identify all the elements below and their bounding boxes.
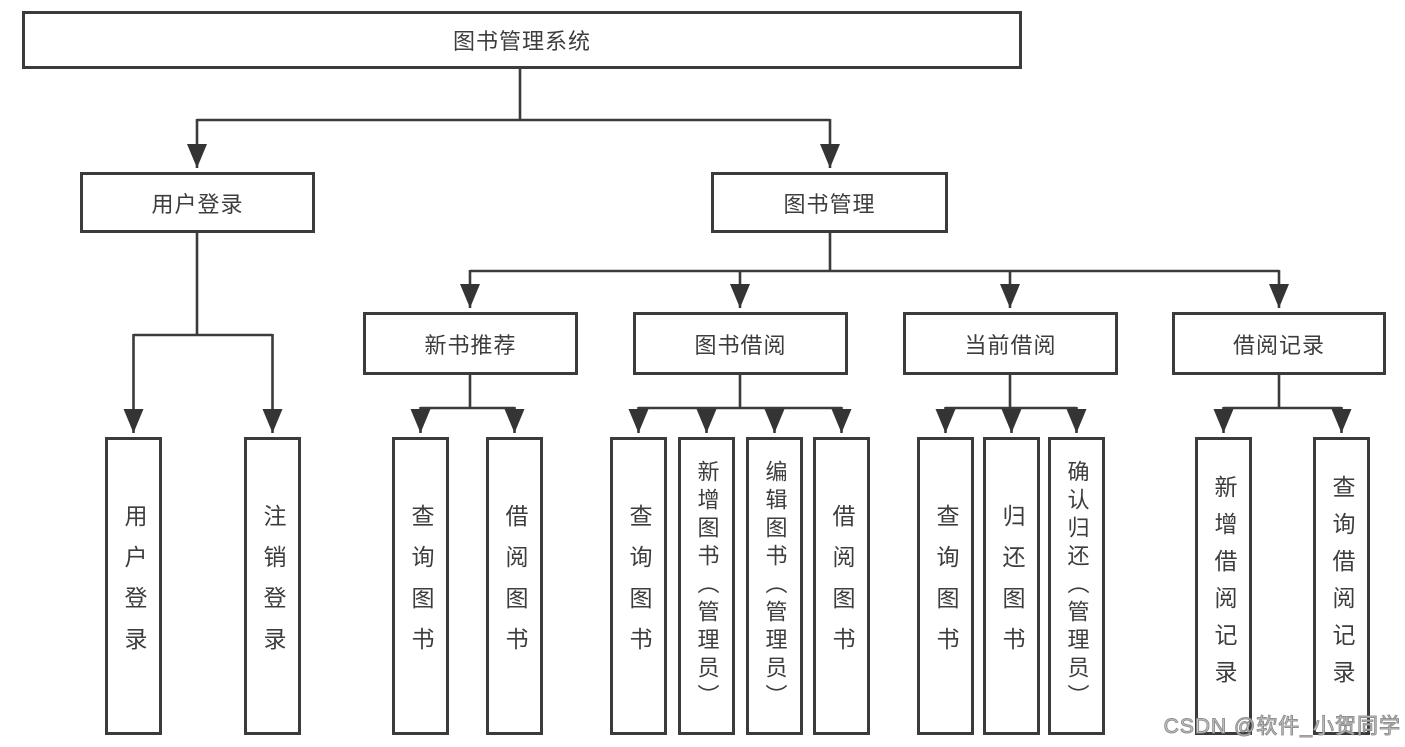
leaf-edit-book-admin-label: 编辑图书（管理员） [762, 460, 788, 712]
leaf-query-books-1-label: 查询图书 [408, 504, 434, 668]
connector-book-management-split [470, 231, 1279, 273]
node-library-system-label: 图书管理系统 [452, 29, 591, 54]
leaf-logout-label: 注销登录 [260, 504, 286, 668]
node-current-borrowing-label: 当前借阅 [964, 332, 1057, 358]
csdn-watermark: CSDN @软件_小贺同学 [1163, 715, 1401, 739]
leaf-borrow-books-1: 借阅图书 [486, 437, 543, 735]
leaf-add-book-admin: 新增图书（管理员） [678, 437, 735, 735]
leaf-confirm-return-admin: 确认归还（管理员） [1048, 437, 1105, 735]
leaf-query-books-3-label: 查询图书 [933, 504, 959, 668]
connector-book-borrow-split [638, 373, 842, 410]
leaf-return-books: 归还图书 [983, 437, 1040, 735]
connector-current-borrow-split [945, 373, 1077, 410]
node-book-management: 图书管理 [711, 172, 948, 233]
connector-new-book-split [420, 373, 515, 410]
leaf-borrow-books-2-label: 借阅图书 [829, 504, 855, 668]
node-user-login-label: 用户登录 [151, 191, 244, 217]
leaf-borrow-books-1-label: 借阅图书 [502, 504, 528, 668]
leaf-query-books-2: 查询图书 [610, 437, 667, 735]
leaf-query-books-1: 查询图书 [392, 437, 449, 735]
connector-root-split [197, 66, 830, 122]
leaf-borrow-books-2: 借阅图书 [813, 437, 870, 735]
node-new-book-recommend-label: 新书推荐 [424, 332, 517, 358]
node-library-system: 图书管理系统 [22, 11, 1022, 69]
leaf-logout: 注销登录 [244, 437, 301, 735]
leaf-add-book-admin-label: 新增图书（管理员） [694, 460, 720, 712]
connector-borrow-record-split [1223, 373, 1342, 410]
node-user-login: 用户登录 [80, 172, 315, 233]
node-borrowing-records: 借阅记录 [1172, 312, 1386, 375]
leaf-confirm-return-admin-label: 确认归还（管理员） [1064, 460, 1090, 712]
node-borrowing-records-label: 借阅记录 [1232, 332, 1325, 358]
node-new-book-recommend: 新书推荐 [363, 312, 578, 375]
leaf-user-login: 用户登录 [105, 437, 162, 735]
leaf-user-login-label: 用户登录 [121, 504, 147, 668]
leaf-query-books-3: 查询图书 [917, 437, 974, 735]
connector-user-login-split [133, 231, 273, 337]
node-current-borrowing: 当前借阅 [903, 312, 1118, 375]
leaf-return-books-label: 归还图书 [999, 504, 1025, 668]
node-book-management-label: 图书管理 [783, 191, 876, 217]
node-book-borrowing-label: 图书借阅 [694, 332, 787, 358]
leaf-query-books-2-label: 查询图书 [626, 504, 652, 668]
leaf-add-borrow-record-label: 新增借阅记录 [1211, 475, 1237, 697]
leaf-query-borrow-record-label: 查询借阅记录 [1329, 475, 1355, 697]
leaf-add-borrow-record: 新增借阅记录 [1195, 437, 1252, 735]
leaf-query-borrow-record: 查询借阅记录 [1313, 437, 1370, 735]
leaf-edit-book-admin: 编辑图书（管理员） [746, 437, 803, 735]
node-book-borrowing: 图书借阅 [633, 312, 848, 375]
